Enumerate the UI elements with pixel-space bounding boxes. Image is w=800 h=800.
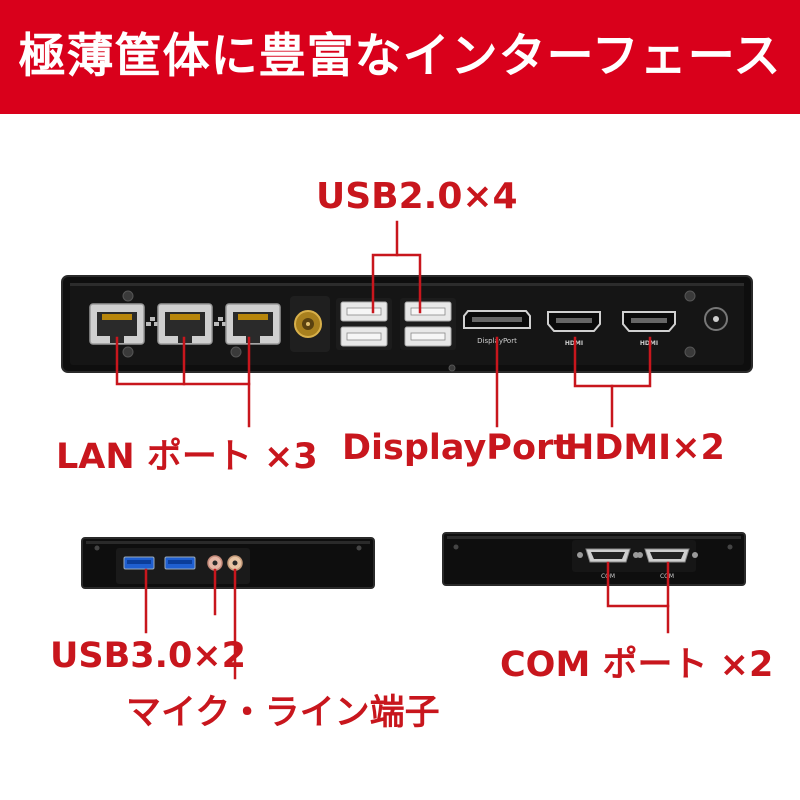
mic-jack [207,555,223,571]
page-title: 極薄筐体に豊富なインターフェース [18,29,782,84]
displayport-connector [463,310,531,329]
hdmi-connector-1 [547,311,601,332]
side-panel-com: COM COM [442,532,746,586]
lan-port-3 [225,303,281,345]
com-port-2 [637,548,698,563]
lan-callout-label: LAN ポート ×3 [56,437,318,477]
com-callout-line [606,561,670,608]
usb2-stack-right [400,298,456,350]
lan-icon-2 [214,317,227,326]
usb20-callout-label: USB2.0×4 [316,176,518,217]
usb30-callout-label: USB3.0×2 [50,636,246,676]
lan-icon-1 [146,317,159,326]
com-port-1 [577,548,639,563]
displayport-callout-label: DisplayPort [342,428,570,468]
line-jack [227,555,243,571]
dc-power-jack [704,307,728,331]
hdmi-callout-label: HDMI×2 [565,428,725,468]
side-panel-usb3-audio [81,537,375,589]
title-banner [0,0,800,114]
lan-port-2 [157,303,213,345]
com-callout-label: COM ポート ×2 [500,645,774,685]
panel-screws [122,290,696,372]
usb3-port-2 [164,556,196,570]
rear-panel: DisplayPort HDMI HDMI [61,275,753,373]
usb2-stack-left [336,298,392,350]
audio-callout-label: マイク・ライン端子 [126,693,440,733]
antenna-connector [290,296,330,352]
usb3-port-1 [123,556,155,570]
lan-port-1 [89,303,145,345]
hdmi-connector-2 [622,311,676,332]
